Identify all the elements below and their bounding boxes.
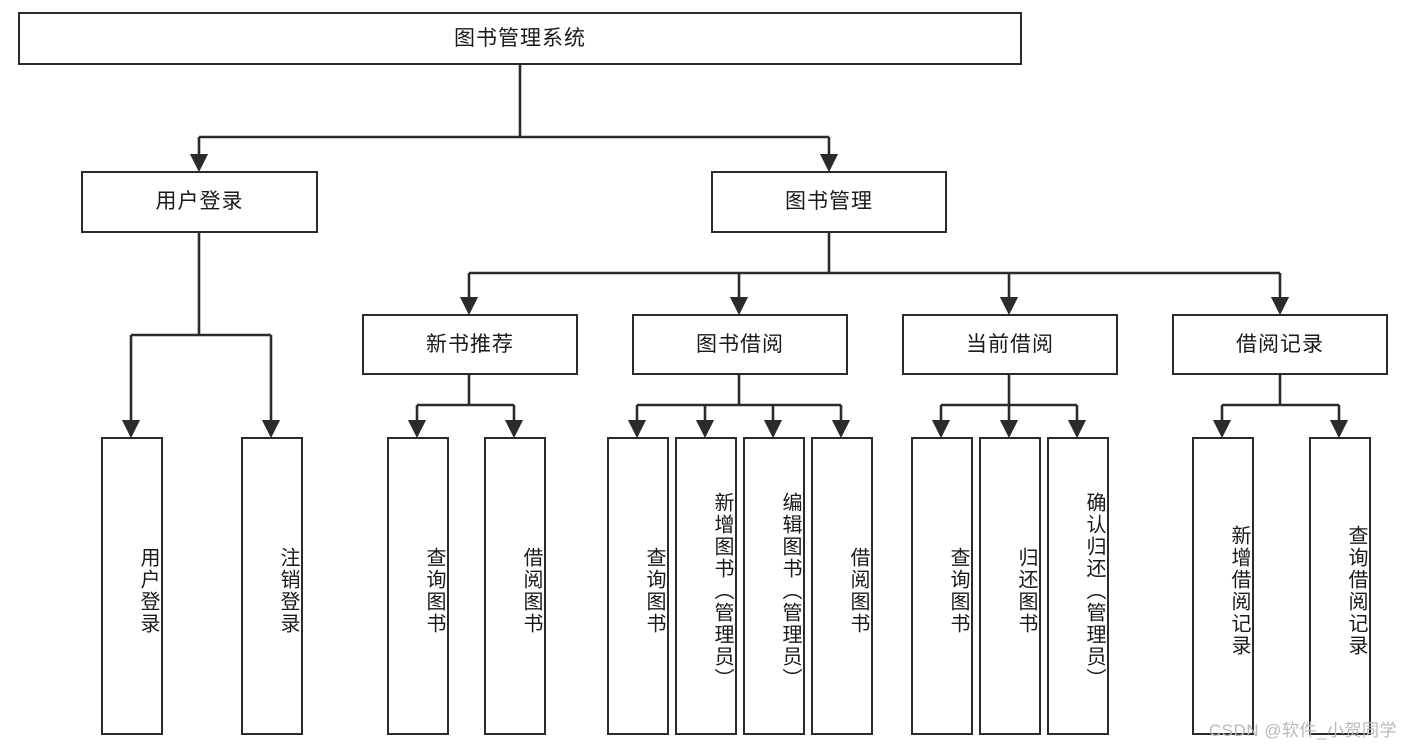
leaf-current-borrow-query[interactable]: 查询图书 [911,437,973,735]
leaf-current-borrow-confirm-return[interactable]: 确认归还（管理员） [1047,437,1109,735]
node-label: 借阅记录 [1236,332,1324,356]
leaf-book-borrow-query[interactable]: 查询图书 [607,437,669,735]
node-label: 新书推荐 [426,332,514,356]
node-label: 借阅图书 [847,547,869,635]
leaf-borrow-record-query[interactable]: 查询借阅记录 [1309,437,1371,735]
node-label: 图书管理 [785,190,873,214]
node-label: 图书管理系统 [454,26,586,50]
node-label: 图书借阅 [696,332,784,356]
node-label: 注销登录 [277,547,299,635]
node-label: 用户登录 [137,547,159,635]
node-label: 借阅图书 [520,547,542,635]
leaf-current-borrow-return[interactable]: 归还图书 [979,437,1041,735]
leaf-borrow-record-add[interactable]: 新增借阅记录 [1192,437,1254,735]
node-borrow-record[interactable]: 借阅记录 [1172,314,1388,375]
node-label: 用户登录 [155,190,244,214]
leaf-new-book-borrow[interactable]: 借阅图书 [484,437,546,735]
node-current-borrow[interactable]: 当前借阅 [902,314,1118,375]
node-label: 新增图书（管理员） [711,492,733,690]
node-label: 查询图书 [643,547,665,635]
node-label: 查询借阅记录 [1345,525,1367,657]
node-user-login[interactable]: 用户登录 [81,171,318,233]
node-root-system[interactable]: 图书管理系统 [18,12,1022,65]
node-label: 新增借阅记录 [1228,525,1250,657]
node-label: 查询图书 [423,547,445,635]
leaf-book-borrow-edit[interactable]: 编辑图书（管理员） [743,437,805,735]
leaf-user-login-logout[interactable]: 注销登录 [241,437,303,735]
node-label: 确认归还（管理员） [1083,492,1105,690]
node-label: 编辑图书（管理员） [779,492,801,690]
node-label: 查询图书 [947,547,969,635]
node-label: 当前借阅 [966,332,1054,356]
node-new-book-recommend[interactable]: 新书推荐 [362,314,578,375]
node-label: 归还图书 [1015,547,1037,635]
leaf-book-borrow-add[interactable]: 新增图书（管理员） [675,437,737,735]
leaf-user-login-login[interactable]: 用户登录 [101,437,163,735]
node-book-management[interactable]: 图书管理 [711,171,947,233]
leaf-book-borrow-borrow[interactable]: 借阅图书 [811,437,873,735]
leaf-new-book-query[interactable]: 查询图书 [387,437,449,735]
watermark: CSDN @软件_小贺同学 [1208,721,1397,740]
node-book-borrow[interactable]: 图书借阅 [632,314,848,375]
